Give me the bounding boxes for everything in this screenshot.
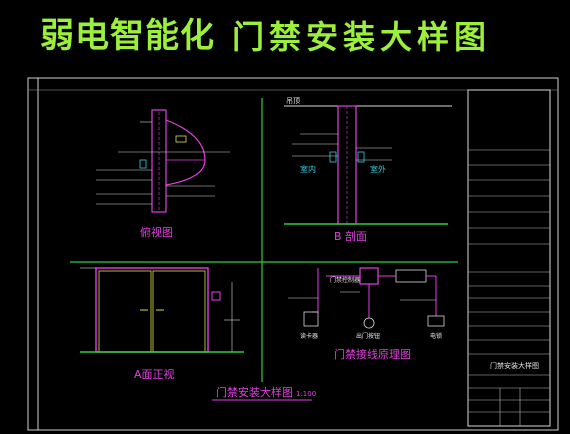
label-exit-button: 出门按钮	[356, 332, 380, 340]
label-indoor: 室内	[300, 164, 316, 174]
section-b-drawing	[284, 105, 452, 225]
front-view-drawing	[80, 267, 244, 353]
title-block-drawing-name: 门禁安装大样图	[490, 361, 539, 370]
title-block	[467, 89, 551, 427]
drawing-frame	[27, 77, 559, 431]
header-title-left: 弱电智能化	[40, 16, 215, 56]
bottom-scale: 1:100	[296, 390, 316, 398]
label-reader: 读卡器	[300, 332, 318, 340]
view-label-wiring: 门禁接线原理图	[334, 347, 411, 361]
wiring-diagram	[288, 267, 445, 329]
top-view-drawing	[96, 109, 230, 213]
view-label-front: A面正视	[134, 367, 175, 381]
header-title-right: 门禁安装大样图	[232, 18, 492, 56]
bottom-title: 门禁安装大样图	[216, 385, 293, 399]
view-label-top: 俯视图	[140, 225, 173, 239]
label-controller: 门禁控制器	[330, 276, 360, 284]
label-lock: 电锁	[430, 332, 442, 340]
label-ceiling: 吊顶	[286, 97, 300, 105]
view-label-section-b: B 剖面	[334, 229, 367, 243]
label-outdoor: 室外	[370, 164, 386, 174]
